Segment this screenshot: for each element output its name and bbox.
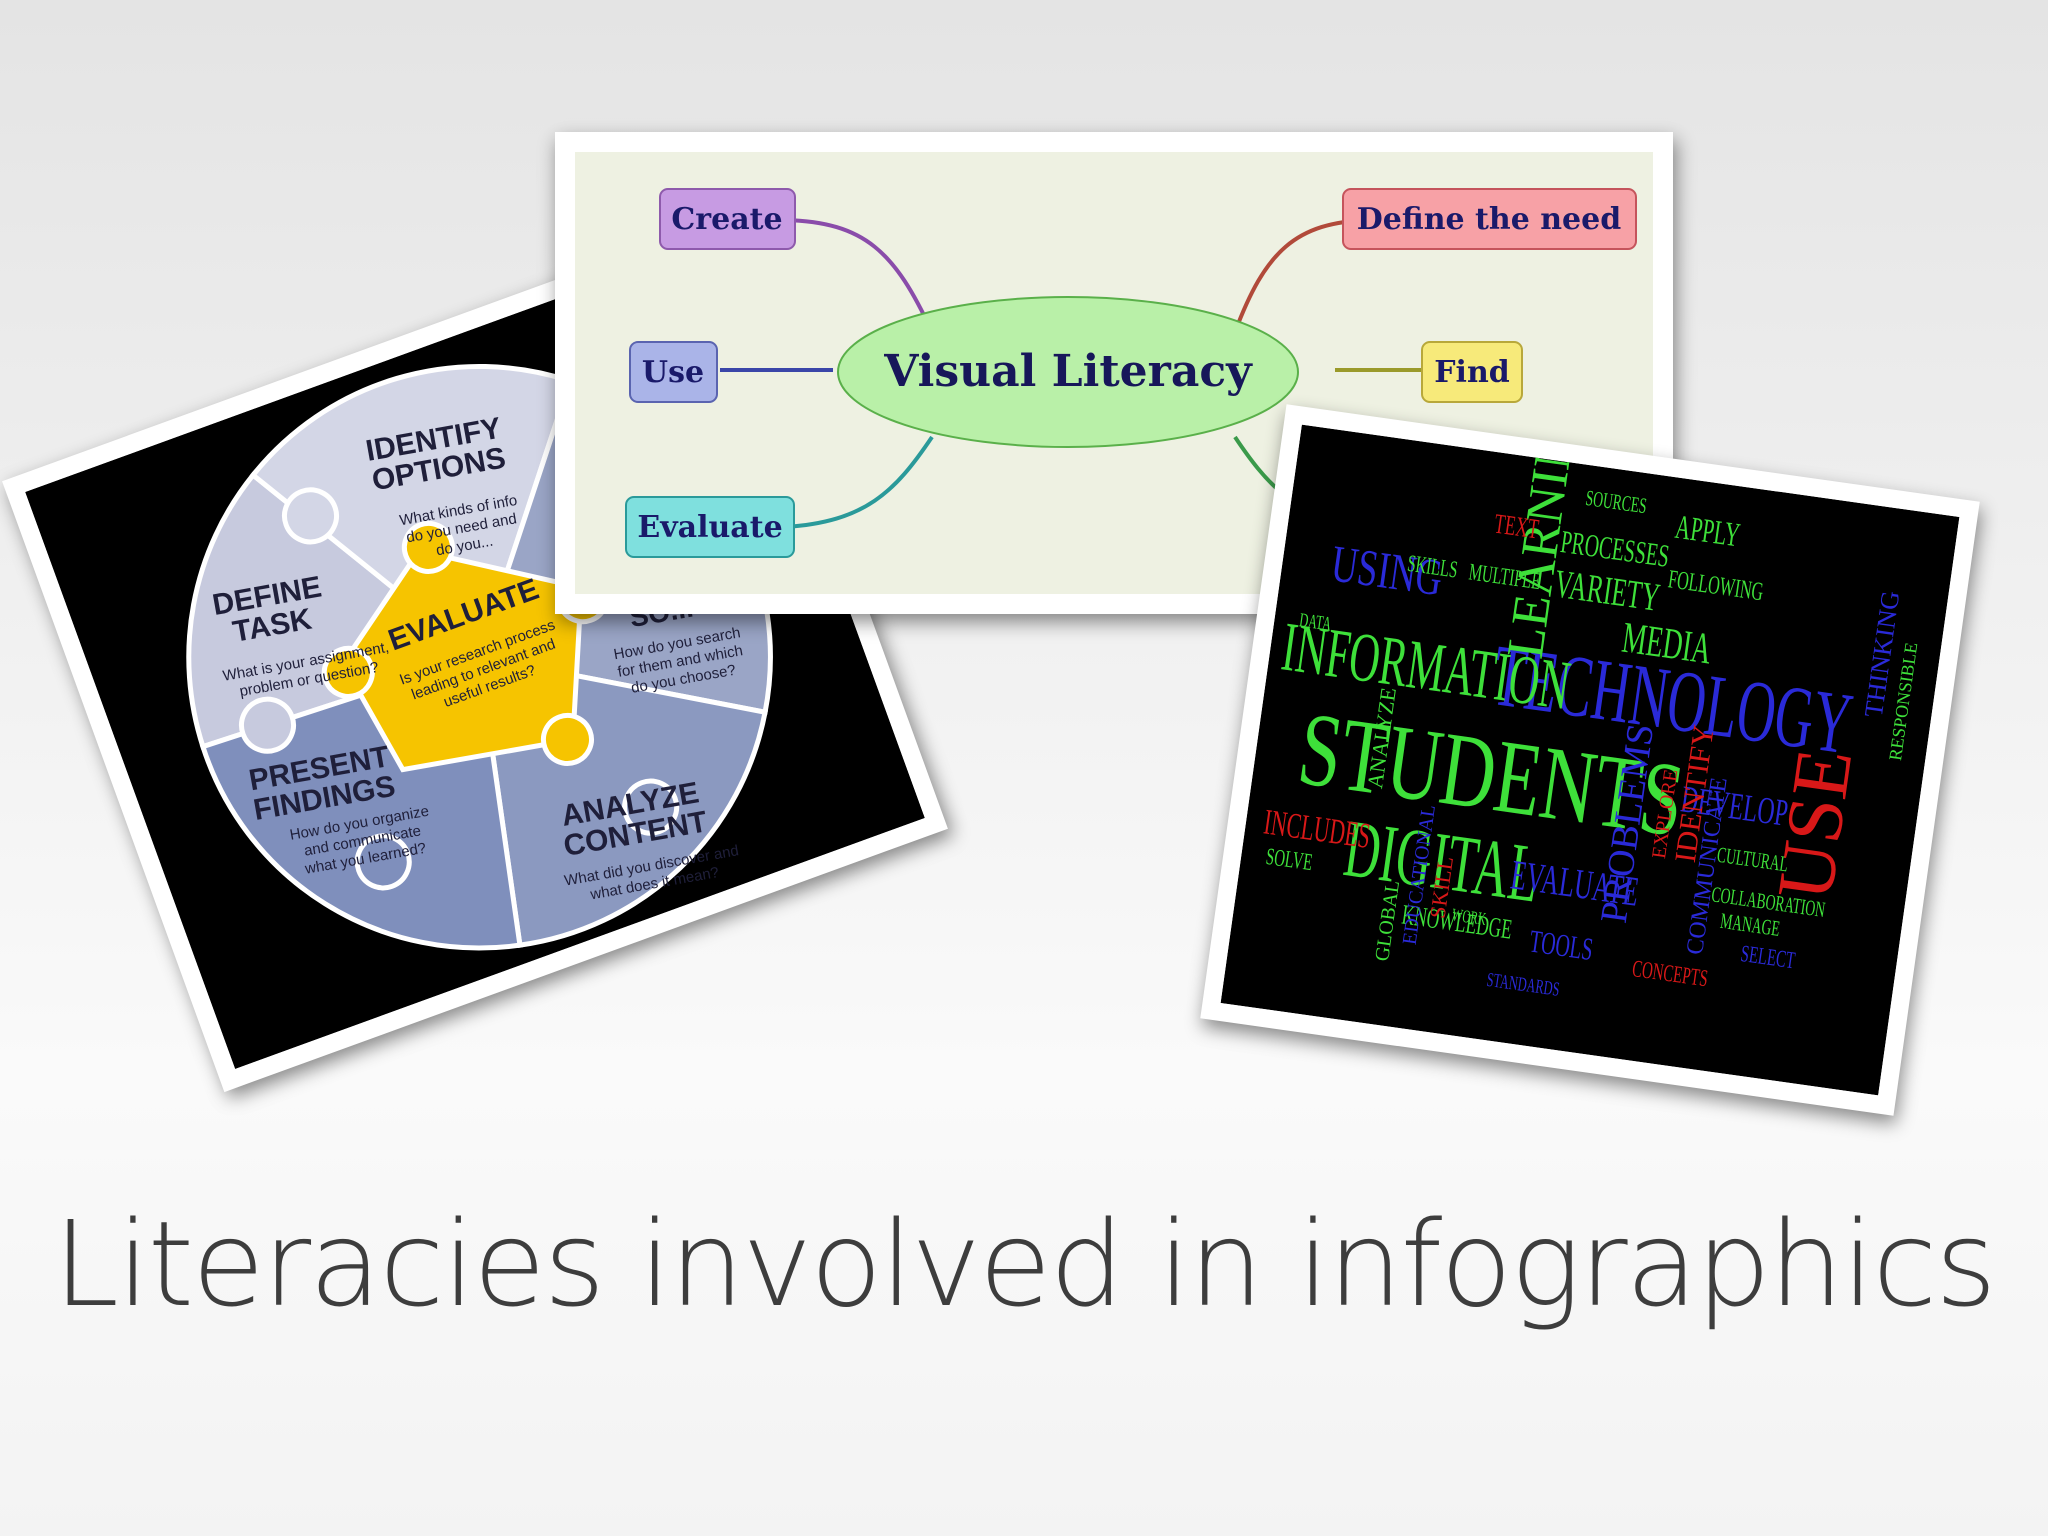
node-visual-literacy: Visual Literacy — [837, 296, 1299, 448]
word-cloud-background — [1220, 424, 1960, 1096]
word-work: WORK — [1451, 906, 1488, 930]
word-text: TEXT — [1492, 509, 1540, 546]
node-create: Create — [659, 188, 796, 250]
word-solve: SOLVE — [1264, 844, 1314, 877]
word-use: USE — [1761, 743, 1869, 905]
word-cloud-graphic: STUDENTS TECHNOLOGY INFORMATION DIGITAL … — [1220, 424, 1960, 1096]
svg-text:Create: Create — [671, 202, 782, 237]
svg-text:Evaluate: Evaluate — [637, 510, 782, 545]
piece-evaluate — [340, 548, 584, 773]
svg-text:Find: Find — [1434, 355, 1510, 390]
node-find: Find — [1421, 341, 1523, 403]
slide-title: Literacies involved in infographics — [53, 1195, 1997, 1333]
svg-text:Use: Use — [642, 355, 704, 390]
node-use: Use — [629, 341, 718, 403]
svg-text:Define the need: Define the need — [1357, 202, 1621, 237]
svg-text:Visual Literacy: Visual Literacy — [883, 346, 1253, 397]
word-data: DATA — [1298, 608, 1333, 635]
node-define-the-need: Define the need — [1342, 188, 1637, 250]
word-tools: TOOLS — [1527, 923, 1595, 968]
word-cloud-image: STUDENTS TECHNOLOGY INFORMATION DIGITAL … — [1200, 404, 1980, 1116]
node-evaluate: Evaluate — [625, 496, 795, 558]
word-apply: APPLY — [1673, 509, 1742, 555]
